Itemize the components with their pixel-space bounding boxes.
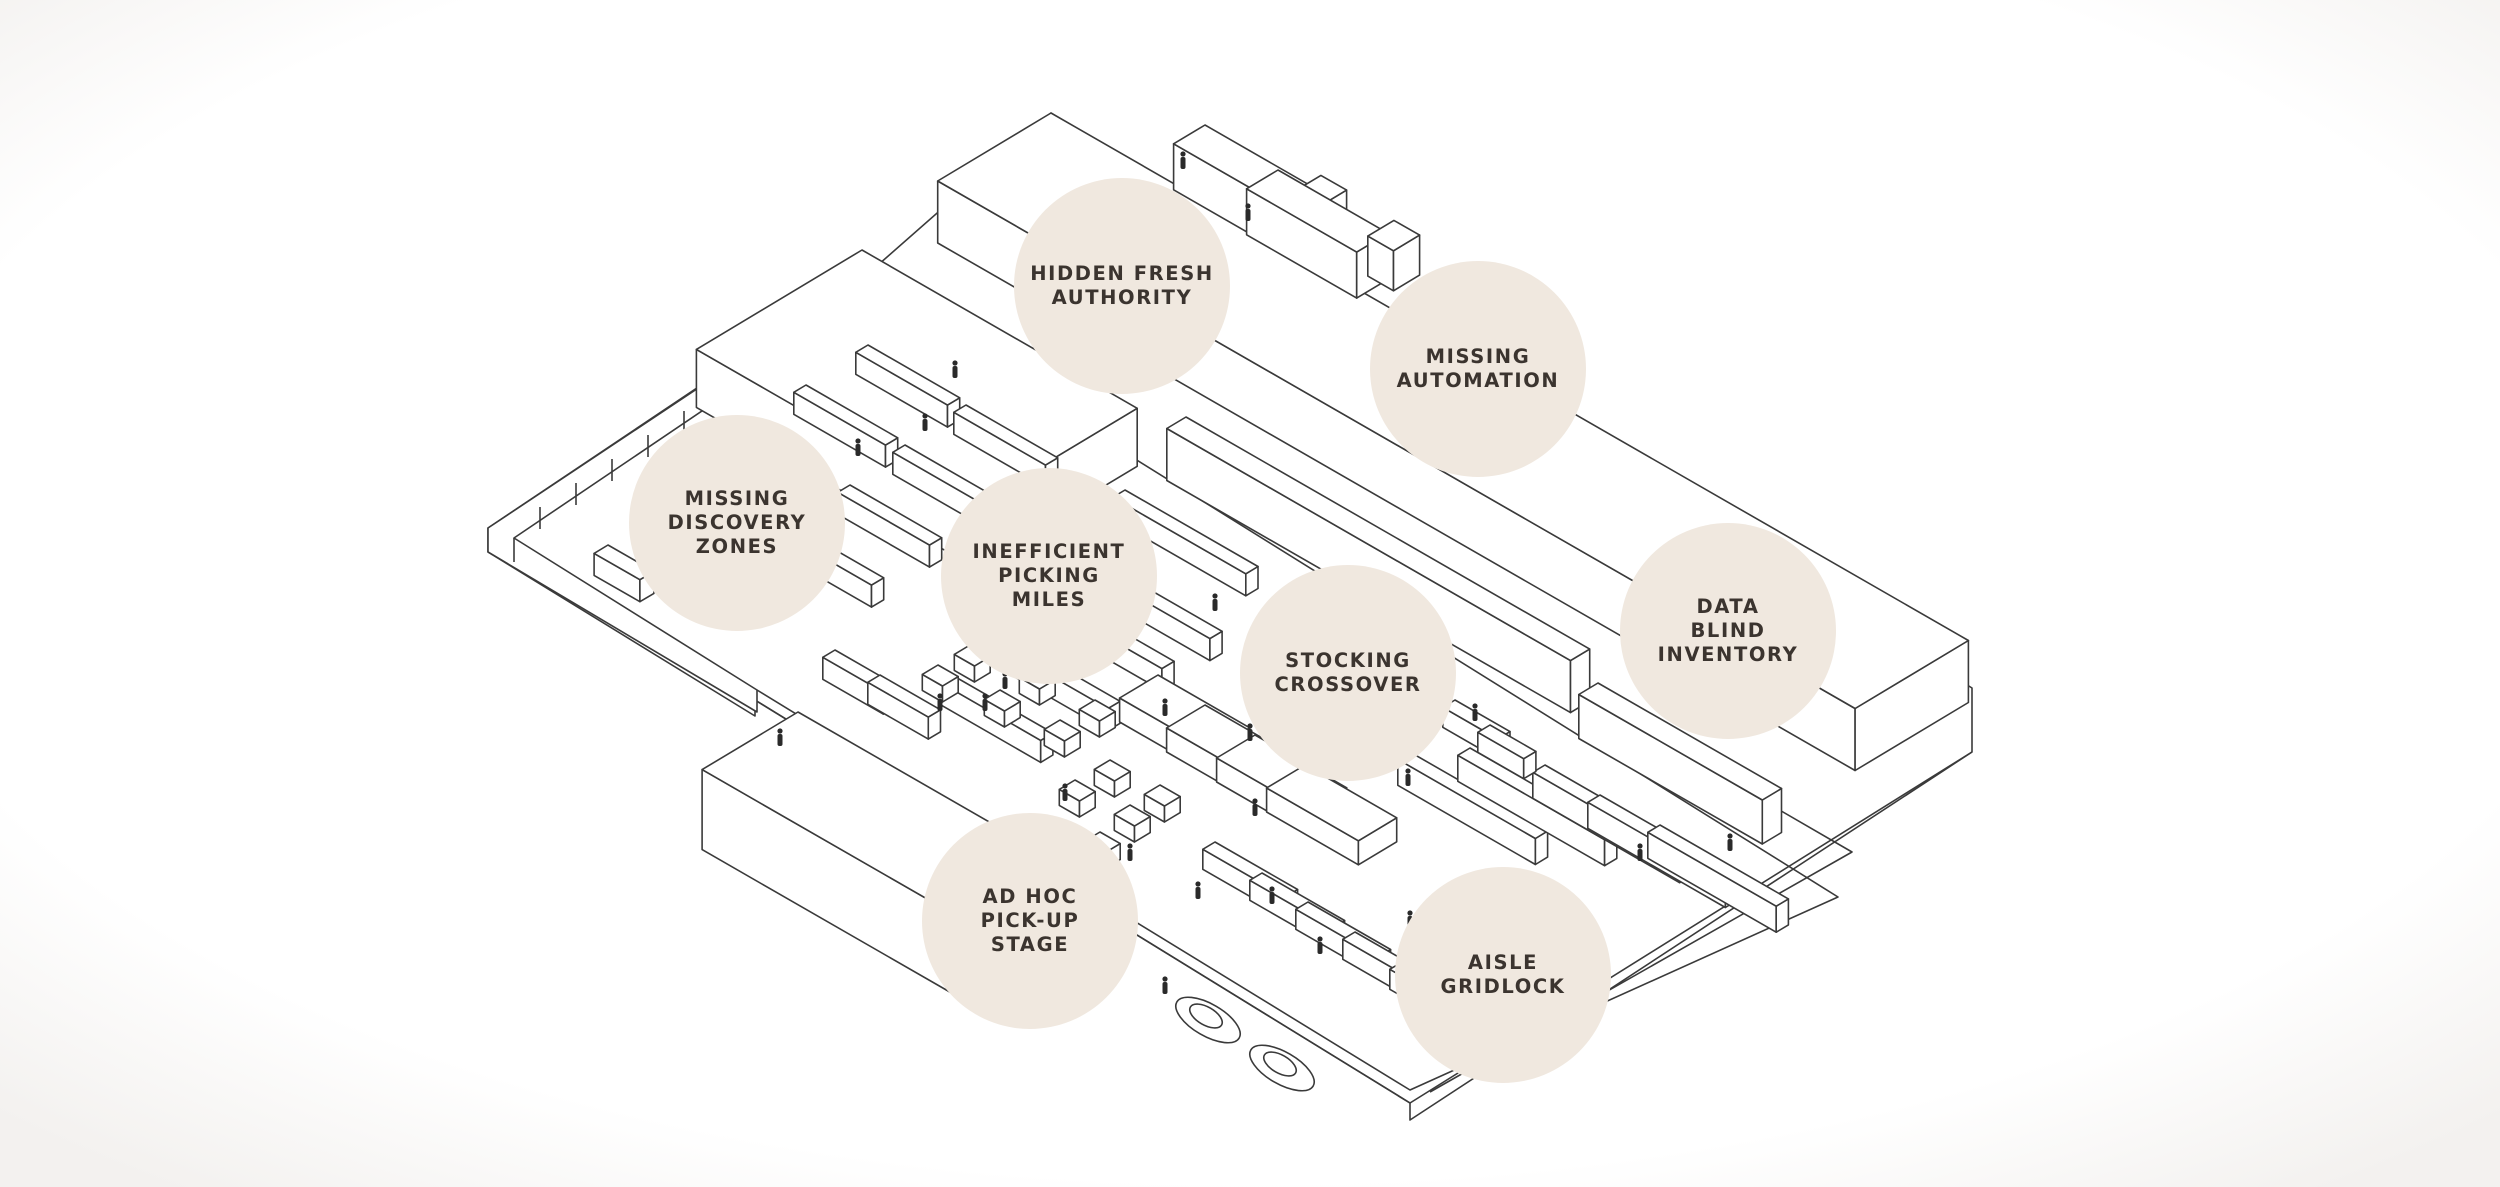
person-figure xyxy=(1407,910,1413,916)
person-figure xyxy=(922,419,928,431)
callout-hidden-fresh-authority: HIDDEN FRESH AUTHORITY xyxy=(1014,178,1230,394)
person-figure xyxy=(1195,881,1201,887)
callout-label: DATA BLIND INVENTORY xyxy=(1657,595,1799,666)
callout-label: MISSING AUTOMATION xyxy=(1396,345,1560,392)
person-figure xyxy=(1727,839,1733,851)
checkout-counter xyxy=(983,689,1022,712)
callout-ad-hoc-pick-up-stage: AD HOC PICK-UP STAGE xyxy=(922,813,1138,1029)
person-figure xyxy=(1247,729,1253,741)
person-figure xyxy=(1195,887,1201,899)
person-figure xyxy=(1637,849,1643,861)
person-figure xyxy=(1317,936,1323,942)
person-figure xyxy=(1162,976,1168,982)
person-figure xyxy=(1637,843,1643,849)
person-figure xyxy=(1162,982,1168,994)
shelf-row xyxy=(836,484,943,546)
callout-label: MISSING DISCOVERY ZONES xyxy=(667,487,807,558)
person-figure xyxy=(1162,704,1168,716)
person-figure xyxy=(1212,593,1218,599)
person-figure xyxy=(855,438,861,444)
person-figure xyxy=(855,444,861,456)
person-figure xyxy=(1180,157,1186,169)
checkout-counter xyxy=(921,664,960,687)
person-figure xyxy=(777,728,783,734)
callout-aisle-gridlock: AISLE GRIDLOCK xyxy=(1395,867,1611,1083)
car-roof xyxy=(1262,1051,1298,1077)
person-figure xyxy=(1245,209,1251,221)
person-figure xyxy=(1162,698,1168,704)
person-figure xyxy=(1247,723,1253,729)
callout-label: AISLE GRIDLOCK xyxy=(1440,951,1566,998)
checkout-counter xyxy=(1078,699,1116,722)
shelf-row xyxy=(792,384,899,446)
person-figure xyxy=(922,413,928,419)
person-figure xyxy=(982,693,988,699)
person-figure xyxy=(952,360,958,366)
person-figure xyxy=(1127,843,1133,849)
person-figure xyxy=(1180,151,1186,157)
produce-wall-unit xyxy=(1166,416,1591,662)
person-figure xyxy=(1127,849,1133,861)
person-figure xyxy=(1245,203,1251,209)
person-figure xyxy=(952,366,958,378)
person-figure xyxy=(1472,703,1478,709)
callout-missing-discovery-zones: MISSING DISCOVERY ZONES xyxy=(629,415,845,631)
truck-cab xyxy=(1367,219,1421,252)
person-figure xyxy=(1405,774,1411,786)
shelf-row xyxy=(866,674,942,718)
callout-inefficient-picking-miles: INEFFICIENT PICKING MILES xyxy=(941,468,1157,684)
person-figure xyxy=(1252,804,1258,816)
callout-label: INEFFICIENT PICKING MILES xyxy=(972,540,1126,611)
person-figure xyxy=(1405,768,1411,774)
shelf-row xyxy=(952,404,1059,466)
truck-trailer xyxy=(1245,169,1389,253)
wall-unit xyxy=(1578,682,1783,801)
callout-label: STOCKING CROSSOVER xyxy=(1274,649,1422,696)
person-figure xyxy=(1269,886,1275,892)
person-figure xyxy=(1062,789,1068,801)
callout-stocking-crossover: STOCKING CROSSOVER xyxy=(1240,565,1456,781)
person-figure xyxy=(777,734,783,746)
shelf-row xyxy=(1265,764,1398,842)
shelf-row xyxy=(1647,824,1790,908)
person-figure xyxy=(1269,892,1275,904)
shelf-row xyxy=(1477,724,1537,760)
person-figure xyxy=(1252,798,1258,804)
person-figure xyxy=(937,699,943,711)
checkout-counter xyxy=(1143,784,1181,807)
person-figure xyxy=(937,693,943,699)
person-figure xyxy=(1317,942,1323,954)
person-figure xyxy=(1212,599,1218,611)
person-figure xyxy=(982,699,988,711)
person-figure xyxy=(1002,677,1008,689)
person-figure xyxy=(1472,709,1478,721)
checkout-counter xyxy=(1093,759,1131,782)
person-figure xyxy=(1062,783,1068,789)
person-figure xyxy=(1727,833,1733,839)
callout-label: AD HOC PICK-UP STAGE xyxy=(980,885,1080,956)
callout-label: HIDDEN FRESH AUTHORITY xyxy=(1030,262,1214,309)
callout-data-blind-inventory: DATA BLIND INVENTORY xyxy=(1620,523,1836,739)
checkout-counter xyxy=(1113,804,1151,827)
callout-missing-automation: MISSING AUTOMATION xyxy=(1370,261,1586,477)
checkout-counter xyxy=(1043,719,1081,742)
car-roof xyxy=(1188,1003,1224,1029)
shelf-row xyxy=(854,344,961,406)
